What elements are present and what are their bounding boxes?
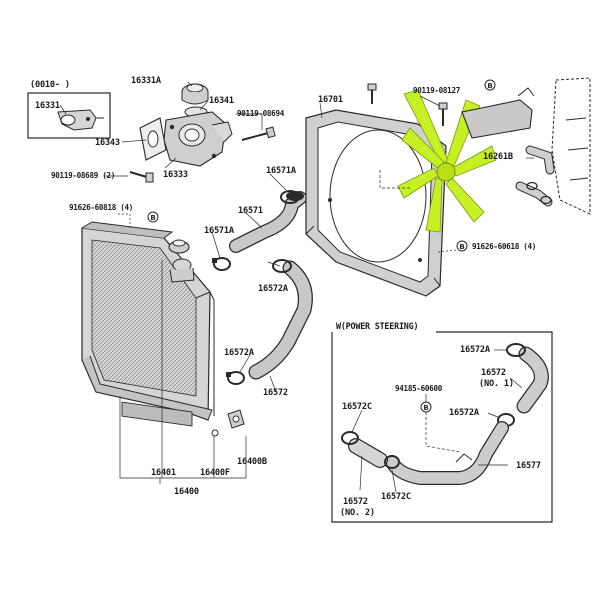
ps-label-no1: (NO. 1) [479,379,514,389]
b-marker-4-text: B [423,404,428,412]
thermostat-cap-16331A [181,83,209,105]
label-16261B: 16261B [483,152,513,162]
gasket-16343 [139,117,167,161]
upper-hose-16571 [229,191,307,253]
label-16571: 16571 [238,206,263,216]
hose-clamp-16571A-top [280,190,300,204]
label-16341: 16341 [209,96,234,106]
ps-pipe-16577 [385,421,509,485]
ps-label-no2: (NO. 2) [340,508,375,518]
label-16701: 16701 [318,95,343,105]
label-16401: 16401 [151,468,176,478]
variant-label: (0010- ) [30,80,70,90]
label-91626-60618: 91626-60618 (4) [472,242,537,251]
leader-lines [59,81,534,484]
label-16572: 16572 [263,388,288,398]
b-marker-1-text: B [150,214,155,222]
bolt-90119-08694 [241,126,276,141]
fan-shroud-16701 [305,109,447,297]
bypass-hose-16261B [515,145,555,207]
label-90119-08689: 90119-08689 (2) [51,171,116,180]
hose-clamp-16572A-mid [272,259,292,273]
radiator-16400 [81,221,215,427]
engine-side-partial [551,77,591,215]
ps-hose-16572-no2 [348,438,388,468]
label-90119-08127: 90119-08127 [413,86,460,95]
hose-clamp-16571A [212,257,231,271]
label-16400: 16400 [174,487,199,497]
power-steering-title: W(POWER STEERING) [336,321,419,331]
ps-bolt-94185: B [420,401,432,413]
ps-hose-16572-no1 [516,346,549,414]
ps-label-16572-no1: 16572 [481,368,506,378]
bolt-90119-08689 [129,171,154,183]
ps-label-94185-60600: 94185-60600 [395,384,442,393]
ps-label-16572A-mid: 16572A [449,408,479,418]
fan-bracket [461,87,535,139]
variant-inset-frame [27,92,111,139]
label-16572A-low: 16572A [224,348,254,358]
drain-plug-16400F [211,429,219,437]
ps-leader-lines [351,349,523,493]
label-16400F: 16400F [200,468,230,478]
drain-cock-16400B [227,409,245,429]
ps-label-16572C-left: 16572C [342,402,372,412]
ps-clamp-left [341,431,359,445]
upper-filler-neck [169,258,195,283]
b-marker-3-text: B [459,243,464,251]
power-steering-inset: B [331,331,553,523]
label-16331: 16331 [35,101,60,111]
radiator-cap [168,239,190,254]
small-bolt-top [367,83,377,104]
ps-clamp-right [384,455,400,469]
b-marker-2: B [484,79,496,91]
label-16571A-top: 16571A [266,166,296,176]
ps-label-16577: 16577 [516,461,541,471]
b-marker-2-text: B [487,82,492,90]
label-16343: 16343 [95,138,120,148]
ps-label-16572-no2: 16572 [343,497,368,507]
label-16331A: 16331A [131,76,161,86]
label-16571A: 16571A [204,226,234,236]
b-marker-1: B [147,211,159,223]
lower-hose-16572 [248,260,313,380]
water-outlet-inset [57,109,104,131]
label-91626-60818: 91626-60818 (4) [69,203,134,212]
label-16333: 16333 [163,170,188,180]
cooling-fan-highlighted [397,89,497,233]
bolt-90119-08127 [438,102,448,126]
ps-label-16572A-top: 16572A [460,345,490,355]
ps-label-16572C-right: 16572C [381,492,411,502]
label-16572A-mid: 16572A [258,284,288,294]
label-90119-08694: 90119-08694 [237,109,284,118]
label-16400B: 16400B [237,457,267,467]
b-marker-3: B [456,240,468,252]
hose-clamp-16572A-low [226,371,245,385]
water-inlet-16333 [163,111,233,167]
